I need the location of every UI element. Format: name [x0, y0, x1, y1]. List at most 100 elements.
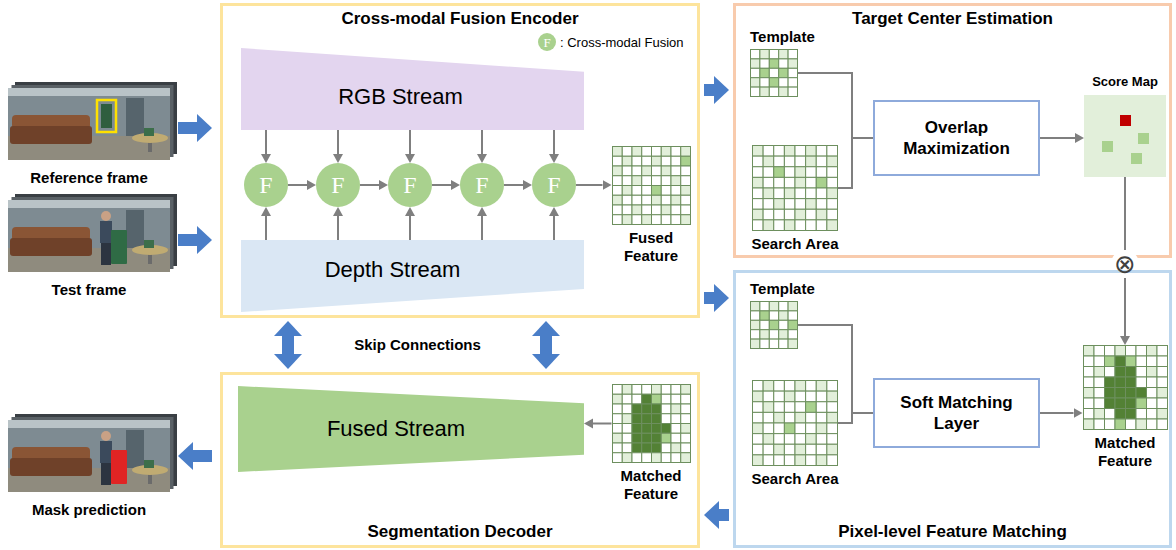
grid-cell — [806, 423, 817, 434]
grid-cell — [1094, 346, 1105, 357]
grid-cell — [751, 59, 760, 68]
grid-cell — [651, 414, 661, 424]
grid-cell — [827, 209, 838, 220]
grid-cell — [1115, 398, 1126, 409]
flow-arrow — [360, 184, 379, 186]
stream-trapezoid: RGB Stream — [241, 48, 584, 130]
grid-cell — [632, 215, 642, 225]
feature-grid: Template — [750, 28, 840, 97]
node-text: Search Area — [752, 235, 839, 253]
grid-cell — [1136, 398, 1147, 409]
node-text: Search Area — [752, 470, 839, 488]
feature-grid: Search Area — [745, 380, 845, 488]
node-text: Target Center Estimation — [733, 9, 1172, 29]
grid-cell — [816, 209, 827, 220]
grid-cell — [641, 424, 651, 434]
flow-arrow — [432, 184, 451, 186]
flow-arrow — [481, 130, 483, 154]
grid-cell — [1146, 398, 1157, 409]
legend: F: Cross-modal Fusion — [538, 33, 684, 51]
grid-cell — [671, 404, 681, 414]
grid-cell — [760, 59, 769, 68]
grid-cell — [661, 176, 671, 186]
node-text: Overlap Maximization — [883, 117, 1030, 160]
grid-cell — [774, 444, 785, 455]
grid-cell — [763, 402, 774, 413]
grid-cell — [751, 330, 760, 339]
grid-cell — [1125, 419, 1136, 430]
grid-cell — [632, 453, 642, 463]
room-scene — [8, 200, 170, 272]
grid-cell — [1157, 346, 1168, 357]
grid-cell — [1083, 398, 1094, 409]
grid-cell — [816, 434, 827, 445]
grid-cell — [760, 68, 769, 77]
grid-cell — [612, 443, 622, 453]
grid-cell — [806, 402, 817, 413]
grid-cell — [795, 402, 806, 413]
grid-cell — [1104, 398, 1115, 409]
grid-cell — [760, 302, 769, 311]
flow-arrow — [288, 184, 307, 186]
grid-cell — [788, 59, 797, 68]
grid-cell — [769, 87, 778, 96]
grid-cell — [622, 385, 632, 395]
score-peak — [1138, 133, 1149, 144]
trapezoid-fill — [238, 386, 584, 472]
grid-cell — [632, 414, 642, 424]
room-scene — [8, 420, 170, 492]
grid-cell — [779, 87, 788, 96]
grid-cell — [612, 215, 622, 225]
grid-cell — [1125, 377, 1136, 388]
grid-cell — [763, 177, 774, 188]
grid-cell — [680, 166, 690, 176]
grid-cell — [661, 215, 671, 225]
grid-cell — [680, 385, 690, 395]
flow-arrow — [409, 130, 411, 154]
grid-cell — [753, 177, 764, 188]
grid-cell — [671, 147, 681, 157]
grid-cell — [827, 199, 838, 210]
grid-cell — [1125, 409, 1136, 420]
grid-cell — [1094, 398, 1105, 409]
grid-cell — [612, 404, 622, 414]
grid-cell — [661, 433, 671, 443]
grid-cell — [827, 423, 838, 434]
mask-overlay — [111, 450, 127, 484]
grid-cell — [816, 146, 827, 157]
grid-cell — [1157, 367, 1168, 378]
grid-cell — [661, 186, 671, 196]
grid-cell — [680, 414, 690, 424]
grid-cell — [612, 176, 622, 186]
grid-cell — [806, 381, 817, 392]
grid-cell — [806, 434, 817, 445]
grid-cell — [641, 394, 651, 404]
grid-cell — [680, 453, 690, 463]
grid-cell — [753, 146, 764, 157]
grid-cell — [816, 188, 827, 199]
multiply-symbol: ⊗ — [1111, 250, 1139, 278]
grid-cell — [671, 394, 681, 404]
feature-grid-cells — [612, 146, 691, 225]
grid-cell — [671, 215, 681, 225]
node-text: F — [547, 173, 560, 197]
grid-cell — [816, 412, 827, 423]
flow-arrow — [1040, 412, 1074, 414]
grid-cell — [1115, 388, 1126, 399]
grid-cell — [1136, 419, 1147, 430]
grid-cell — [763, 391, 774, 402]
flow-arrow — [337, 216, 339, 240]
grid-cell — [1094, 409, 1105, 420]
flow-arrow — [337, 130, 339, 154]
score-map-square — [1084, 95, 1166, 177]
grid-cell — [632, 443, 642, 453]
grid-cell — [784, 423, 795, 434]
module-panel: Pixel-level Feature MatchingTemplateSear… — [733, 270, 1172, 548]
grid-cell — [680, 205, 690, 215]
grid-cell — [774, 412, 785, 423]
grid-cell — [612, 453, 622, 463]
grid-cell — [1157, 356, 1168, 367]
grid-cell — [632, 433, 642, 443]
flow-arrow — [838, 413, 873, 423]
grid-cell — [1104, 346, 1115, 357]
